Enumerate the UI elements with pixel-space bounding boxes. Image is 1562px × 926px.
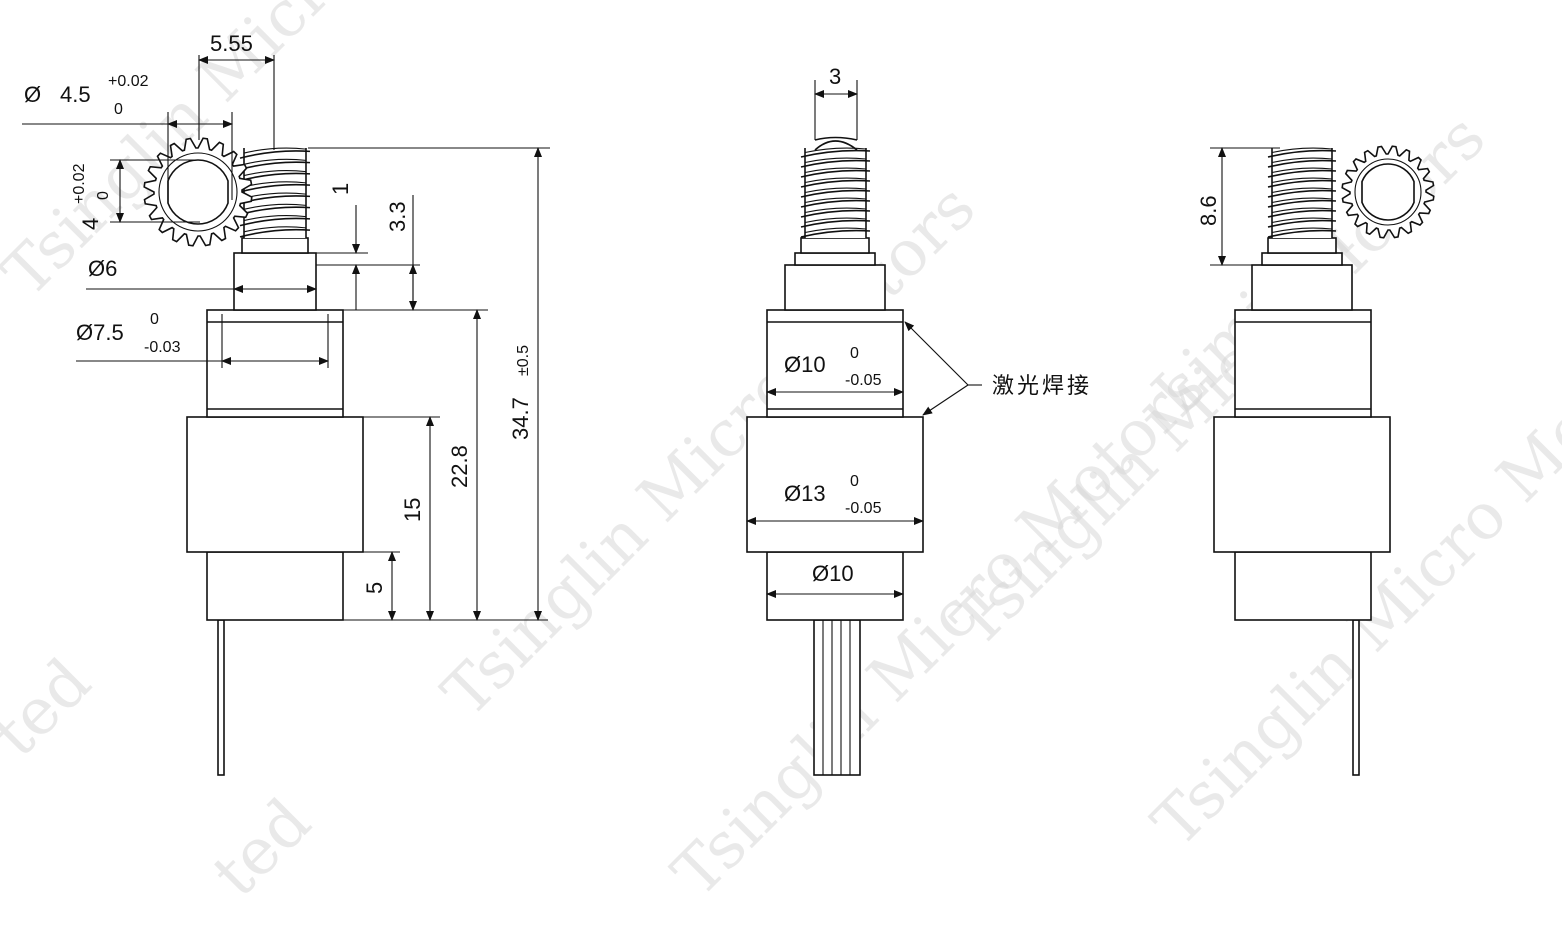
neck — [233, 252, 317, 311]
upper-body — [766, 309, 904, 418]
lead-wire — [217, 619, 225, 776]
dim-main-dia: Ø13 — [784, 481, 826, 506]
laser-weld-note: 激光焊接 — [992, 374, 1092, 399]
base-cylinder — [206, 551, 344, 621]
dim-upper-body-dia: Ø7.5 — [76, 320, 124, 345]
neck — [784, 264, 886, 311]
upper-body — [1234, 309, 1372, 418]
dim-base-dia: Ø10 — [812, 561, 854, 586]
dim-worm-length: 5.55 — [210, 31, 253, 56]
watermark-text: ted — [199, 785, 325, 911]
lead-wire — [1352, 619, 1360, 776]
tol-upper-lower: -0.05 — [845, 372, 882, 389]
dim-body-total: 22.8 — [447, 445, 472, 488]
watermark-text: ted — [0, 645, 105, 771]
main-body — [746, 416, 924, 553]
dim-shaft-width: 3 — [829, 64, 841, 89]
front-view: 3 Ø10 0 -0.05 Ø13 0 -0.05 Ø10 激光焊接 — [746, 64, 1092, 776]
base-cylinder — [1234, 551, 1372, 621]
tol-upper-upper: 0 — [850, 345, 859, 362]
tol-worm-dia-upper: +0.02 — [108, 73, 149, 90]
ribbon-leads — [813, 619, 861, 776]
dim-neck-dia: Ø6 — [88, 256, 117, 281]
dim-neck-height: 3.3 — [385, 201, 410, 232]
neck — [1251, 264, 1353, 311]
tol-worm-center-lower: 0 — [95, 191, 112, 200]
tol-upper-body-upper: 0 — [150, 311, 159, 328]
worm-screw — [800, 147, 871, 238]
tol-upper-body-lower: -0.03 — [144, 339, 181, 356]
tol-worm-dia-lower: 0 — [114, 101, 123, 118]
worm-screw — [1267, 147, 1337, 238]
worm-screw — [239, 147, 311, 238]
main-body — [186, 416, 364, 553]
tol-main-upper: 0 — [850, 473, 859, 490]
worm-gear — [143, 137, 253, 247]
dim-main-body-height: 15 — [400, 498, 425, 522]
tol-main-lower: -0.05 — [845, 500, 882, 517]
right-view: 8.6 — [1196, 145, 1435, 776]
dim-overall-length: 34.7 — [508, 397, 533, 440]
upper-body — [206, 309, 344, 418]
left-view: 5.55 Ø 4.5 +0.02 0 4 +0.02 0 1 3.3 Ø6 — [22, 31, 550, 776]
dim-gap: 1 — [328, 183, 353, 195]
dim-upper-dia: Ø10 — [784, 352, 826, 377]
tol-worm-center-upper: +0.02 — [71, 163, 88, 204]
dim-worm-dia: 4.5 — [60, 82, 91, 107]
worm-gear — [1341, 145, 1435, 239]
main-body — [1213, 416, 1391, 553]
dim-base-height: 5 — [362, 582, 387, 594]
dim-worm-dia-symbol: Ø — [24, 82, 41, 107]
dim-worm-center: 4 — [78, 218, 103, 230]
tol-overall: ±0.5 — [515, 345, 532, 376]
dim-gear-height: 8.6 — [1196, 195, 1221, 226]
